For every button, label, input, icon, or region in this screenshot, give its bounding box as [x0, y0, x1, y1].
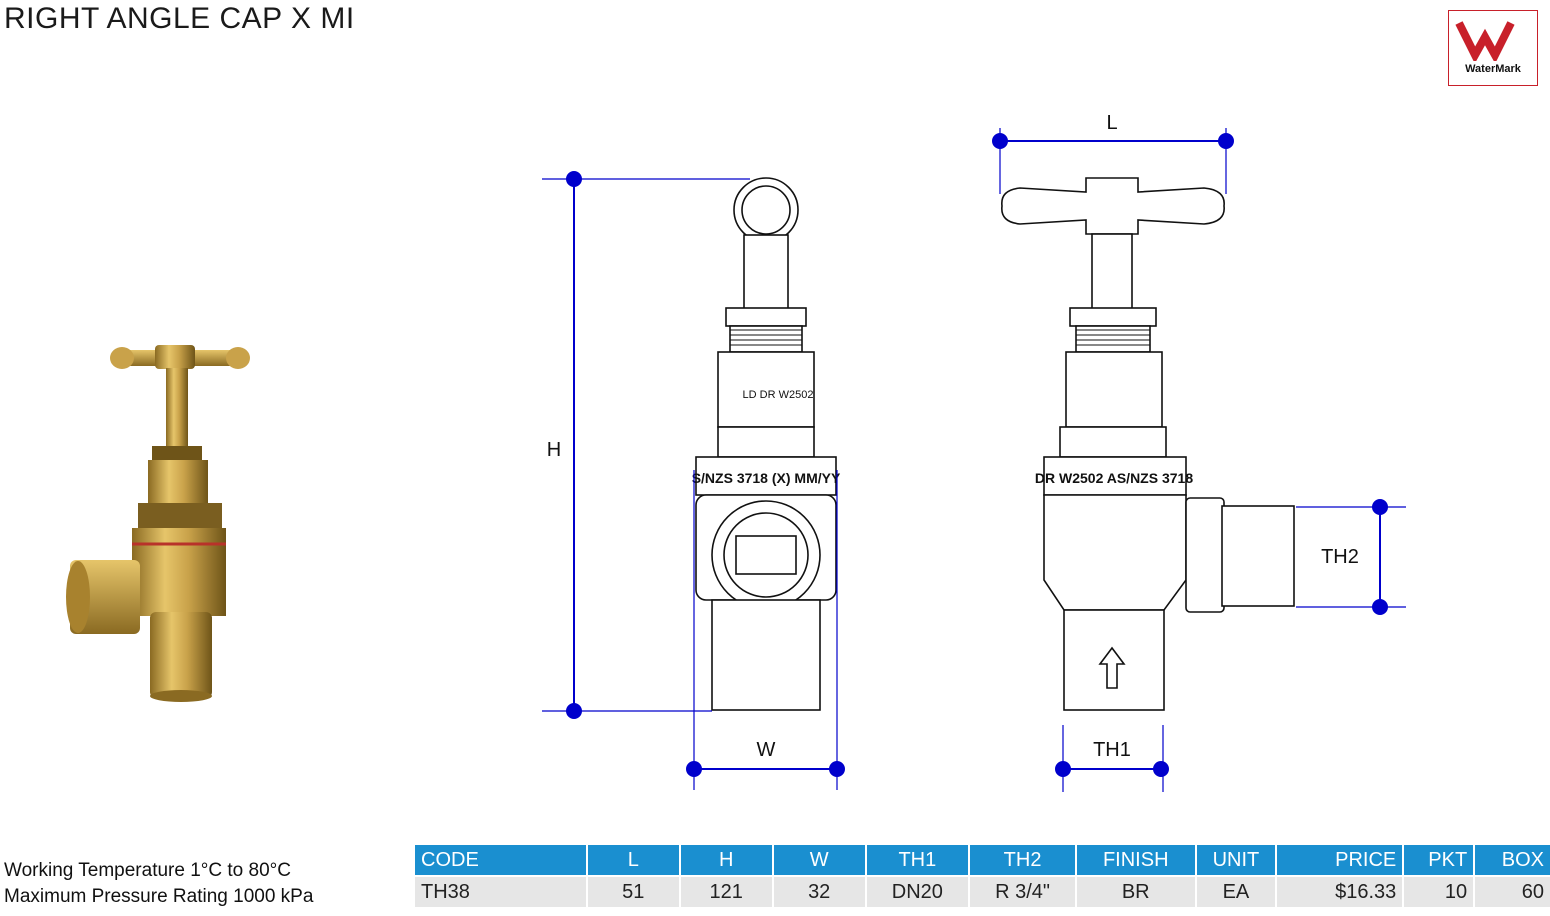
dim-h-label: H: [547, 439, 561, 461]
technical-drawing: LD DR W2502 S/NZS 3718 (X) MM/YY DR W250…: [542, 112, 1406, 792]
col-box: BOX: [1474, 845, 1550, 876]
cell-w: 32: [772, 875, 867, 907]
side-band-marking: DR W2502 AS/NZS 3718: [1035, 470, 1193, 486]
col-finish: FINISH: [1075, 845, 1197, 876]
col-unit: UNIT: [1195, 845, 1278, 876]
cell-th2: R 3/4": [969, 875, 1077, 907]
working-temperature: Working Temperature 1°C to 80°C: [4, 860, 291, 881]
cell-code: TH38: [415, 875, 588, 907]
table-row: TH38 51 121 32 DN20 R 3/4" BR EA $16.33 …: [415, 875, 1550, 907]
watermark-text: WaterMark: [1465, 63, 1521, 75]
dim-th2-label: TH2: [1321, 546, 1359, 568]
cell-finish: BR: [1075, 875, 1197, 907]
dim-l-label: L: [1106, 112, 1117, 134]
max-pressure: Maximum Pressure Rating 1000 kPa: [4, 886, 314, 907]
cell-h: 121: [679, 875, 774, 907]
cell-th1: DN20: [865, 875, 971, 907]
col-w: W: [772, 845, 867, 876]
col-h: H: [679, 845, 774, 876]
col-code: CODE: [415, 845, 588, 876]
col-price: PRICE: [1276, 845, 1405, 876]
cell-price: $16.33: [1276, 875, 1405, 907]
cell-box: 60: [1474, 875, 1550, 907]
col-l: L: [586, 845, 681, 876]
cell-unit: EA: [1195, 875, 1278, 907]
col-th1: TH1: [865, 845, 971, 876]
front-band-marking: S/NZS 3718 (X) MM/YY: [692, 470, 841, 486]
spec-table-header: CODE L H W TH1 TH2 FINISH UNIT PRICE PKT…: [415, 845, 1550, 876]
col-pkt: PKT: [1403, 845, 1476, 876]
page-title: RIGHT ANGLE CAP X MI: [4, 2, 355, 35]
watermark-w-icon: [1455, 21, 1515, 61]
spec-notes: Working Temperature 1°C to 80°C Maximum …: [4, 858, 313, 910]
spec-table: CODE L H W TH1 TH2 FINISH UNIT PRICE PKT…: [415, 845, 1550, 907]
dim-w-label: W: [757, 739, 776, 761]
watermark-logo: WaterMark: [1448, 10, 1538, 86]
cell-l: 51: [586, 875, 681, 907]
product-photo: [66, 345, 250, 702]
cell-pkt: 10: [1403, 875, 1476, 907]
col-th2: TH2: [969, 845, 1077, 876]
front-top-marking: LD DR W2502: [743, 389, 814, 401]
dim-th1-label: TH1: [1093, 739, 1131, 761]
